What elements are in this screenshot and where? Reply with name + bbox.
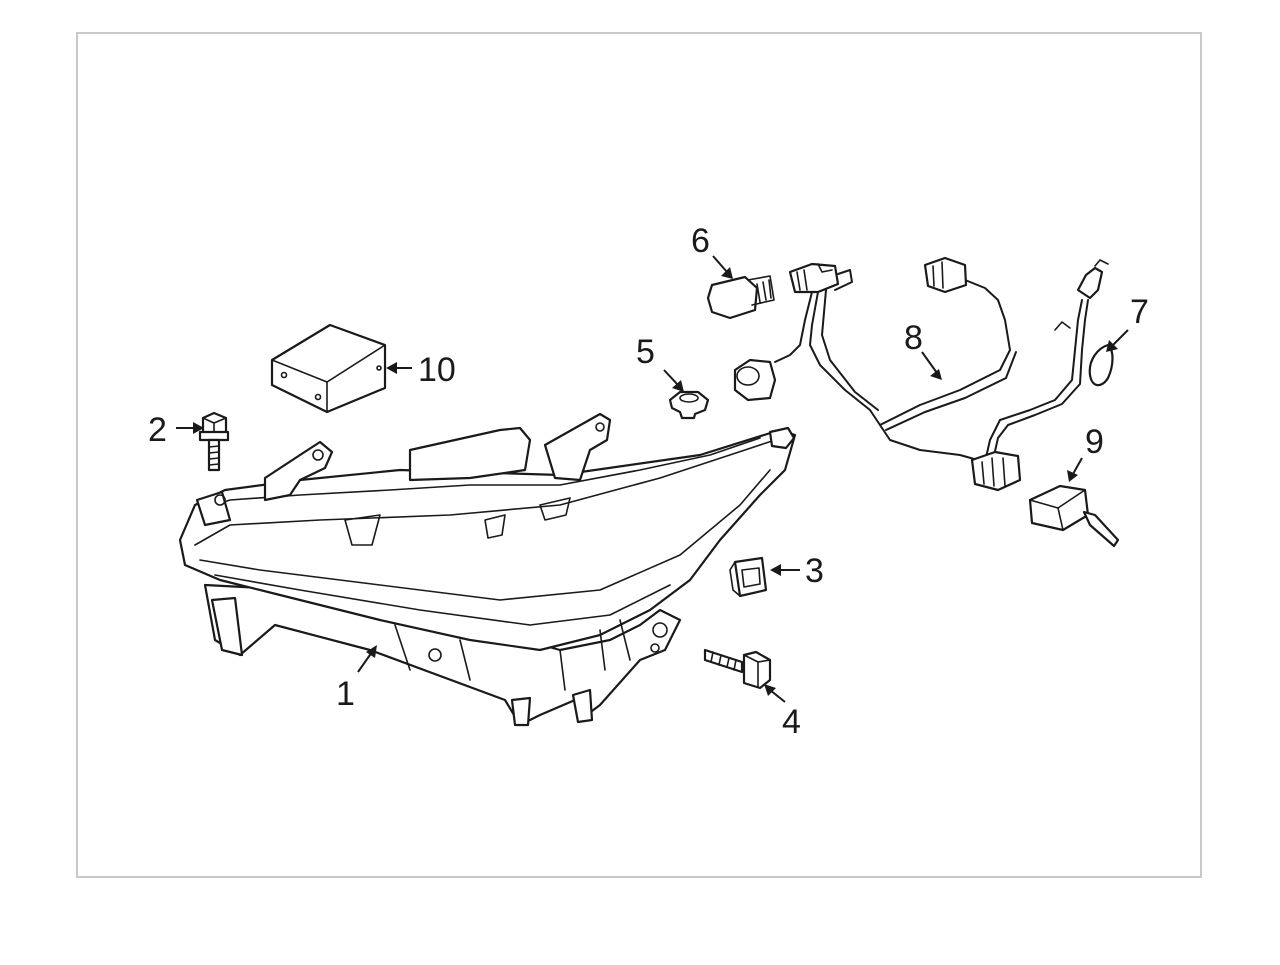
- callout-5: 5: [636, 333, 655, 371]
- callout-8: 8: [904, 319, 923, 357]
- callout-6: 6: [691, 222, 710, 260]
- bolt-2: [198, 411, 230, 472]
- bolt-4: [703, 648, 772, 690]
- leader-lines: [176, 255, 1129, 703]
- callout-10: 10: [418, 351, 456, 389]
- clip-nut-3: [729, 556, 768, 598]
- callout-3: 3: [805, 552, 824, 590]
- callout-2: 2: [148, 411, 167, 449]
- sensor-9: [1028, 484, 1120, 548]
- control-module: [270, 323, 387, 414]
- wiring-harness-8: [733, 256, 1109, 492]
- headlamp-assembly: [178, 412, 797, 727]
- callout-1: 1: [336, 675, 355, 713]
- grommet-5: [668, 390, 710, 420]
- callout-4: 4: [782, 703, 801, 741]
- callout-numbers: 1 2 3 4 5 6 7 8 9 10: [148, 222, 1149, 741]
- bulb-socket-6: [706, 275, 775, 320]
- bulb-7: [1088, 343, 1114, 387]
- callout-9: 9: [1085, 423, 1104, 461]
- callout-7: 7: [1130, 293, 1149, 331]
